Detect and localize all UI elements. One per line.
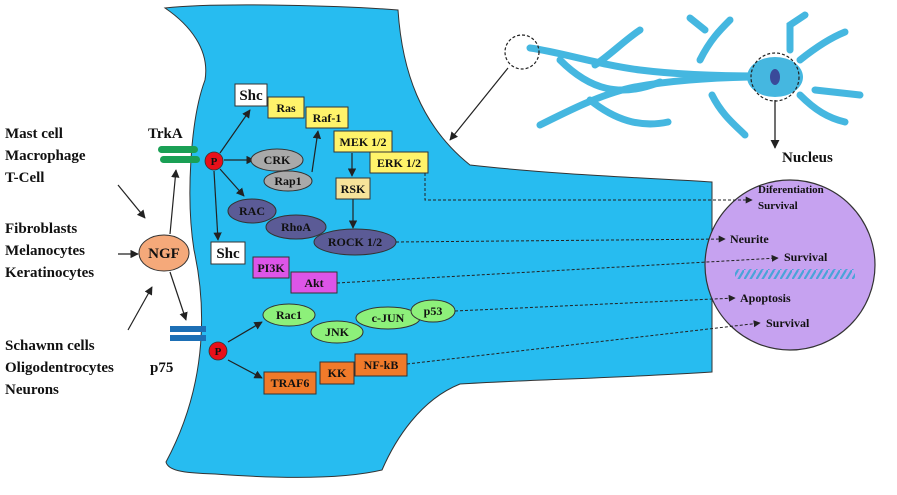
ras-box [267,96,305,119]
source-fibroblasts: Fibroblasts [5,221,77,237]
arrow-rap1-to-raf1 [311,130,322,173]
trka-receptor-bar-1 [158,146,198,153]
p75-receptor-bar-1 [170,326,206,332]
rsk-label: RSK [341,182,366,196]
ngf-label: NGF [148,246,180,262]
rac-ellipse [227,198,277,224]
arrow-group1-to-ngf [117,184,146,219]
ngf-ellipse [138,234,190,272]
arrow-p-to-rac [219,168,245,197]
rhoa-label: RhoA [281,220,311,234]
source-keratinocytes: Keratinocytes [5,265,94,281]
pi3k-box [252,256,290,279]
source-melanocytes: Melanocytes [5,243,85,259]
dna-helix [735,269,855,279]
zoom-arrow [449,67,509,141]
ras-label: Ras [276,101,296,115]
trka-phospho-label: P [211,156,218,168]
shc-top-label: Shc [239,88,263,104]
arrow-group3-to-ngf [127,286,153,331]
arrow-p75-to-traf6 [227,359,263,379]
rhoa-ellipse [265,214,327,240]
outcome-survival-2: Survival [766,316,810,330]
erk-box [369,151,429,174]
nfkb-box [354,353,408,377]
neuron-nucleus [770,69,780,85]
arrow-ngf-to-trka [169,169,180,235]
source-oligodendrocytes: Oligodentrocytes [5,360,114,376]
source-t-cell: T-Cell [5,170,44,186]
traf6-box [263,371,317,395]
arrow-p75-to-rac1 [227,321,263,343]
trka-label: TrkA [148,126,183,142]
pi3k-label: PI3K [257,261,285,275]
mek-box [333,130,393,153]
arrow-p-to-shc-top [219,109,251,154]
erk-label: ERK 1/2 [377,156,421,170]
jnk-ellipse [310,320,364,344]
dashed-p53-to-apoptosis [454,294,736,312]
trka-receptor-bar-2 [160,156,200,163]
source-macrophage: Macrophage [5,148,86,164]
p75-label: p75 [150,360,173,376]
outcome-differentiation-survival: Survival [758,200,798,212]
outcome-neurite: Neurite [730,232,769,246]
outcome-differentiation: Diferentiation [758,184,824,196]
mek-label: MEK 1/2 [340,135,387,149]
nucleus-circle [704,179,876,351]
crk-ellipse [250,148,304,172]
neuron-icon [526,11,864,139]
raf1-label: Raf-1 [313,111,342,125]
traf6-label: TRAF6 [271,376,310,390]
dendrite-zoom-circle [504,34,540,70]
shc-top-box [234,83,268,107]
source-schwann-cells: Schawnn cells [5,338,95,354]
arrow-p-to-shc-bottom [213,170,222,241]
arrow-ngf-to-p75 [169,271,188,321]
p75-receptor-bar-2 [170,335,206,341]
p75-phospho-label: P [215,346,222,358]
outcome-apoptosis: Apoptosis [740,291,791,305]
dashed-nfkb-to-survival [406,320,761,365]
raf1-box [305,106,349,129]
nfkb-label: NF-kB [364,358,399,372]
akt-label: Akt [304,276,323,290]
jnk-label: JNK [325,325,350,339]
rac1-ellipse [262,303,316,327]
cjun-label: c-JUN [372,311,405,325]
p53-label: p53 [424,304,443,318]
crk-label: CRK [264,153,291,167]
rap1-label: Rap1 [274,174,301,188]
nucleus-label: Nucleus [782,150,833,166]
dashed-akt-to-survival [336,254,779,284]
source-neurons: Neurons [5,382,59,398]
dashed-erk-to-differentiation [424,173,753,204]
rac-label: RAC [239,204,265,218]
kk-label: KK [328,366,347,380]
rap1-ellipse [263,170,313,192]
rock-label: ROCK 1/2 [328,235,382,249]
shc-bottom-label: Shc [216,246,240,262]
source-mast-cell: Mast cell [5,126,63,142]
rac1-label: Rac1 [276,308,302,322]
p75-phospho-circle [208,341,228,361]
shc-bottom-box [210,241,246,265]
trka-phospho-circle [204,151,224,171]
outcome-survival-1: Survival [784,250,828,264]
cell-body [163,4,713,478]
kk-box [319,361,355,385]
